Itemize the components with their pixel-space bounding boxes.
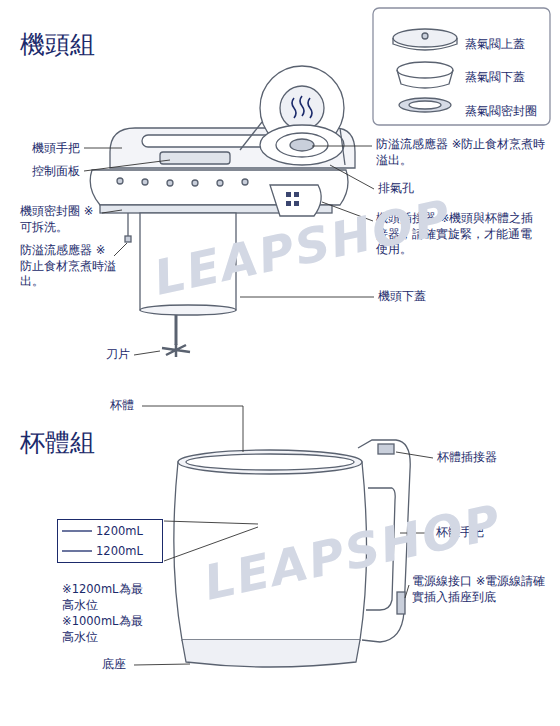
part-label: 機頭下蓋 <box>378 289 426 305</box>
part-label: 排氣孔 <box>378 181 414 197</box>
part-label: 防溢流感應器 ※防止食材烹煮時溢出。 <box>376 137 552 168</box>
note-text: ※1200mL為最高水位 <box>62 582 154 613</box>
inset-panel: 蒸氣閥上蓋蒸氣閥下蓋蒸氣閥密封圈 <box>373 8 550 125</box>
level-mark: 1200mL <box>96 544 143 559</box>
part-label: 杯體 <box>110 398 134 414</box>
part-label: 蒸氣閥下蓋 <box>465 70 525 85</box>
part-label: 控制面板 <box>32 164 80 180</box>
section-title: 杯體組 <box>20 428 95 458</box>
part-label: 杯體插接器 <box>437 450 497 466</box>
section-title: 機頭組 <box>20 30 95 60</box>
part-label: 電源線接口 ※電源線請確實插入插座到底 <box>412 574 552 605</box>
level-mark: 1200mL <box>96 524 143 539</box>
part-label: 刀片 <box>106 347 130 363</box>
part-label: 機頭密封圈 ※可拆洗。 <box>20 204 102 235</box>
note-text: ※1000mL為最高水位 <box>62 614 154 645</box>
part-label: 蒸氣閥密封圈 <box>465 104 537 119</box>
level-box: 1200mL 1200mL <box>57 519 163 563</box>
part-label: 蒸氣閥上蓋 <box>465 37 525 52</box>
part-label: 機頭手把 <box>32 141 80 157</box>
part-label: 底座 <box>102 657 126 673</box>
part-label: 防溢流感應器 ※防止食材烹煮時溢出。 <box>20 243 116 290</box>
